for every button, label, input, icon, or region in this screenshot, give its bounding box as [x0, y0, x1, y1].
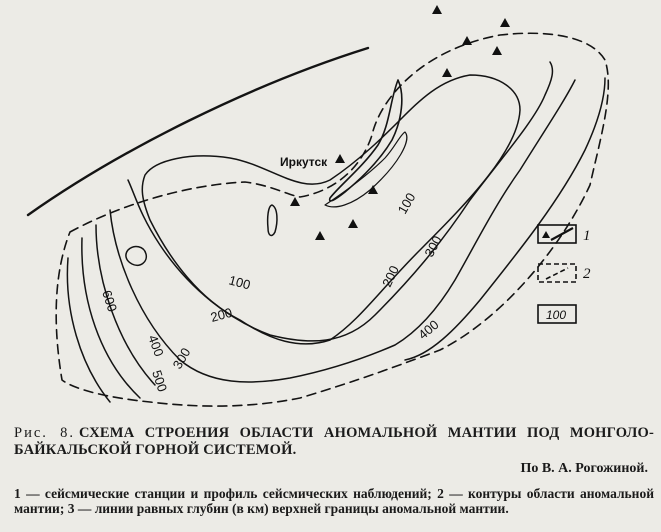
city-label-irkutsk: Иркутск — [280, 155, 328, 169]
caption-author: По В. А. Рогожиной. — [520, 461, 648, 476]
contour-line-400 — [95, 77, 606, 386]
contour-label: 600 — [99, 288, 120, 313]
station-marker — [335, 154, 345, 163]
contour-label: 400 — [145, 333, 167, 359]
baikal-inner-contour — [324, 131, 408, 208]
figure-number: Рис. 8. — [14, 425, 75, 441]
caption-title-block: Рис. 8.СХЕМА СТРОЕНИЯ ОБЛАСТИ АНОМАЛЬНОЙ… — [14, 425, 654, 459]
contour-line-500 — [81, 237, 141, 399]
caption-description: 1 — сейсмические станции и профиль сейсм… — [14, 486, 654, 516]
contour-label: 100 — [395, 190, 419, 216]
contour-label: 500 — [149, 368, 170, 393]
seismic-profile-line — [26, 46, 370, 217]
legend-number: 2 — [583, 266, 591, 282]
contour-line-600 — [66, 257, 111, 403]
contour-label: 400 — [415, 317, 441, 342]
contour-label: 200 — [379, 263, 402, 289]
figure-caption: Рис. 8.СХЕМА СТРОЕНИЯ ОБЛАСТИ АНОМАЛЬНОЙ… — [14, 425, 654, 516]
station-marker — [492, 46, 502, 55]
legend-item-stations: 1 — [537, 224, 591, 244]
legend-box-text: 100 — [546, 308, 566, 322]
station-marker — [348, 219, 358, 228]
station-marker — [462, 36, 472, 45]
station-marker — [368, 185, 378, 194]
legend: 1 2 100 — [537, 224, 591, 324]
station-marker — [442, 68, 452, 77]
contour-line-300 — [109, 79, 576, 383]
station-marker — [500, 18, 510, 27]
contour-label: 100 — [227, 272, 252, 292]
station-marker — [315, 231, 325, 240]
lake-small — [125, 245, 148, 266]
lake-khubsugul — [266, 204, 278, 237]
contour-line-200 — [127, 61, 554, 342]
caption-title: СХЕМА СТРОЕНИЯ ОБЛАСТИ АНОМАЛЬНОЙ МАНТИИ… — [14, 425, 654, 458]
legend-number: 1 — [583, 228, 591, 244]
legend-item-outline: 2 — [537, 263, 591, 283]
contour-label: 200 — [209, 305, 234, 325]
contour-label: 300 — [421, 233, 444, 259]
anomalous-mantle-outline — [55, 32, 610, 407]
station-marker — [432, 5, 442, 14]
legend-item-contour: 100 — [537, 304, 577, 324]
anomalous-mantle-map: Иркутск 100 100 200 200 300 300 400 400 … — [26, 5, 610, 407]
seismic-stations — [290, 5, 510, 240]
station-marker — [290, 197, 300, 206]
